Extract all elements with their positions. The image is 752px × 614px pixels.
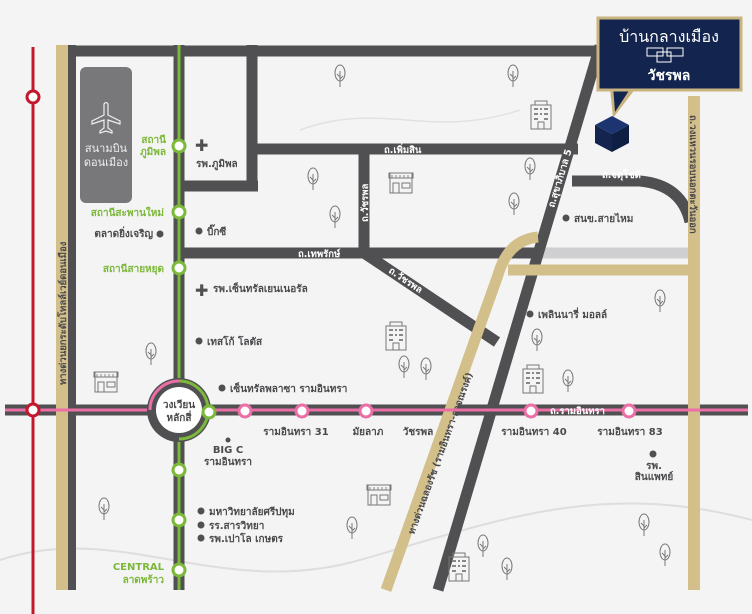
station-lak-si[interactable] <box>201 404 217 420</box>
hospital-cross-icon: ✚ <box>195 283 208 300</box>
place-dot <box>195 227 203 235</box>
place-dot <box>562 214 570 222</box>
hospital-cross-icon: ✚ <box>195 138 208 155</box>
station-saphan-mai-label: สถานีสะพานใหม่ <box>91 206 164 219</box>
pink-station-label: รามอินทรา 83 <box>597 426 662 438</box>
project-name-line1: บ้านกลางเมือง <box>619 27 719 46</box>
roundabout-label-2: หลักสี่ <box>167 410 193 424</box>
station-bhumibol-label-1: สถานี <box>141 134 166 146</box>
place-dot <box>526 310 534 318</box>
project-callout-box <box>596 16 743 92</box>
roundabout-lak-si: วงเวียน หลักสี่ <box>147 378 211 442</box>
station-ramintra-83[interactable] <box>621 403 637 419</box>
pink-station-label: วัชรพล <box>403 426 434 438</box>
callout-pointer-inner <box>613 86 632 112</box>
project-marker: บ้านกลางเมือง วัชรพล <box>595 16 743 152</box>
expressway-chalong-rat <box>380 231 539 592</box>
places: ✚ รพ.ภูมิพล ตลาดยิ่งเจริญ บิ๊กซี ✚ รพ.เซ… <box>94 138 673 545</box>
place-dot <box>225 437 231 443</box>
station-sai-yud[interactable] <box>171 260 187 276</box>
project-logo-icon <box>646 47 684 63</box>
project-name-line2: วัชรพล <box>648 68 691 84</box>
thepharak-label: ถ.เทพรักษ์ <box>298 248 341 260</box>
pink-station-label: มัยลาภ <box>353 426 384 438</box>
red-station[interactable] <box>25 89 41 105</box>
tollway-label: ทางด่วนยกระดับโทลล์เวย์ดอนเมือง <box>57 241 69 385</box>
expressways <box>56 45 700 592</box>
pink-station-label: รามอินทรา 31 <box>263 426 328 438</box>
place-dot <box>649 450 657 458</box>
station-central-label-2: ลาดพร้าว <box>123 574 165 586</box>
station-sai-yud-label: สถานีสายหยุด <box>103 263 164 275</box>
place-dot <box>156 230 164 238</box>
place-sripatum-univ: มหาวิทยาลัยศรีปทุม <box>209 506 295 518</box>
place-plearnary-mall: เพลินนารี่ มอลล์ <box>538 307 607 321</box>
outer-ring-label: ถ.วงแหวนรอบนอกตะวันออก <box>687 115 698 234</box>
green-stations <box>171 138 217 578</box>
place-talad-ying-charoen: ตลาดยิ่งเจริญ <box>94 226 153 240</box>
station-green-1[interactable] <box>171 462 187 478</box>
place-dot <box>197 534 205 542</box>
watcharaphon-v-label: ถ.วัชรพล <box>360 183 371 222</box>
station-central-label-1: CENTRAL <box>113 562 165 573</box>
airport-label-1: สนามบิน <box>85 142 128 155</box>
marble-vein <box>299 109 521 131</box>
place-sarawittaya: รร.สารวิทยา <box>209 520 264 532</box>
place-sai-mai-district: สนข.สายไหม <box>574 212 633 225</box>
place-sinphaet-1: รพ. <box>646 461 662 472</box>
place-big-c-ramintra-1: BIG C <box>213 445 243 456</box>
project-cube-icon <box>595 116 629 152</box>
pink-station-label: รามอินทรา 40 <box>501 426 566 438</box>
pink-stations <box>237 403 637 419</box>
place-dot <box>195 337 203 345</box>
airport-don-mueang: สนามบิน ดอนเมือง <box>80 67 132 203</box>
road-sukhaphiban5 <box>432 44 606 592</box>
airplane-icon <box>91 101 121 134</box>
station-ramintra-31[interactable] <box>237 403 253 419</box>
station-watcharaphon[interactable] <box>358 403 374 419</box>
station-central-ladprao[interactable] <box>171 562 187 578</box>
chatuchot-label: ถ.จตุโชติ <box>602 169 641 181</box>
place-central-plaza: เซ็นทรัลพลาซา รามอินทรา <box>230 381 347 395</box>
place-paolo-kaset: รพ.เปาโล เกษตร <box>209 532 284 545</box>
ramintra-label: ถ.รามอินทรา <box>550 406 605 417</box>
marble-vein <box>0 502 752 573</box>
phermsin-label: ถ.เพิ่มสิน <box>384 142 422 156</box>
airport-label-2: ดอนเมือง <box>84 156 128 169</box>
place-big-c-ramintra-2: รามอินทรา <box>204 456 252 468</box>
station-green-2[interactable] <box>171 512 187 528</box>
station-ramintra-40[interactable] <box>523 403 539 419</box>
road-chatuchot <box>572 175 696 224</box>
place-tesco-lotus: เทสโก้ โลตัส <box>207 335 263 348</box>
place-dot <box>218 384 226 392</box>
place-bhumibol-hospital: รพ.ภูมิพล <box>196 158 238 171</box>
red-station[interactable] <box>25 402 41 418</box>
roundabout-label-1: วงเวียน <box>163 399 195 411</box>
station-bhumibol[interactable] <box>171 138 187 154</box>
place-central-general-hospital: รพ.เซ็นทรัลเยนเนอรัล <box>213 281 308 295</box>
place-big-c: บิ๊กซี <box>207 224 226 238</box>
place-dot <box>197 507 205 515</box>
place-dot <box>197 521 205 529</box>
station-saphan-mai[interactable] <box>171 204 187 220</box>
station-bhumibol-label-2: ภูมิพล <box>140 146 166 159</box>
place-sinphaet-2: สินแพทย์ <box>635 471 674 483</box>
station-maiyalap[interactable] <box>294 403 310 419</box>
